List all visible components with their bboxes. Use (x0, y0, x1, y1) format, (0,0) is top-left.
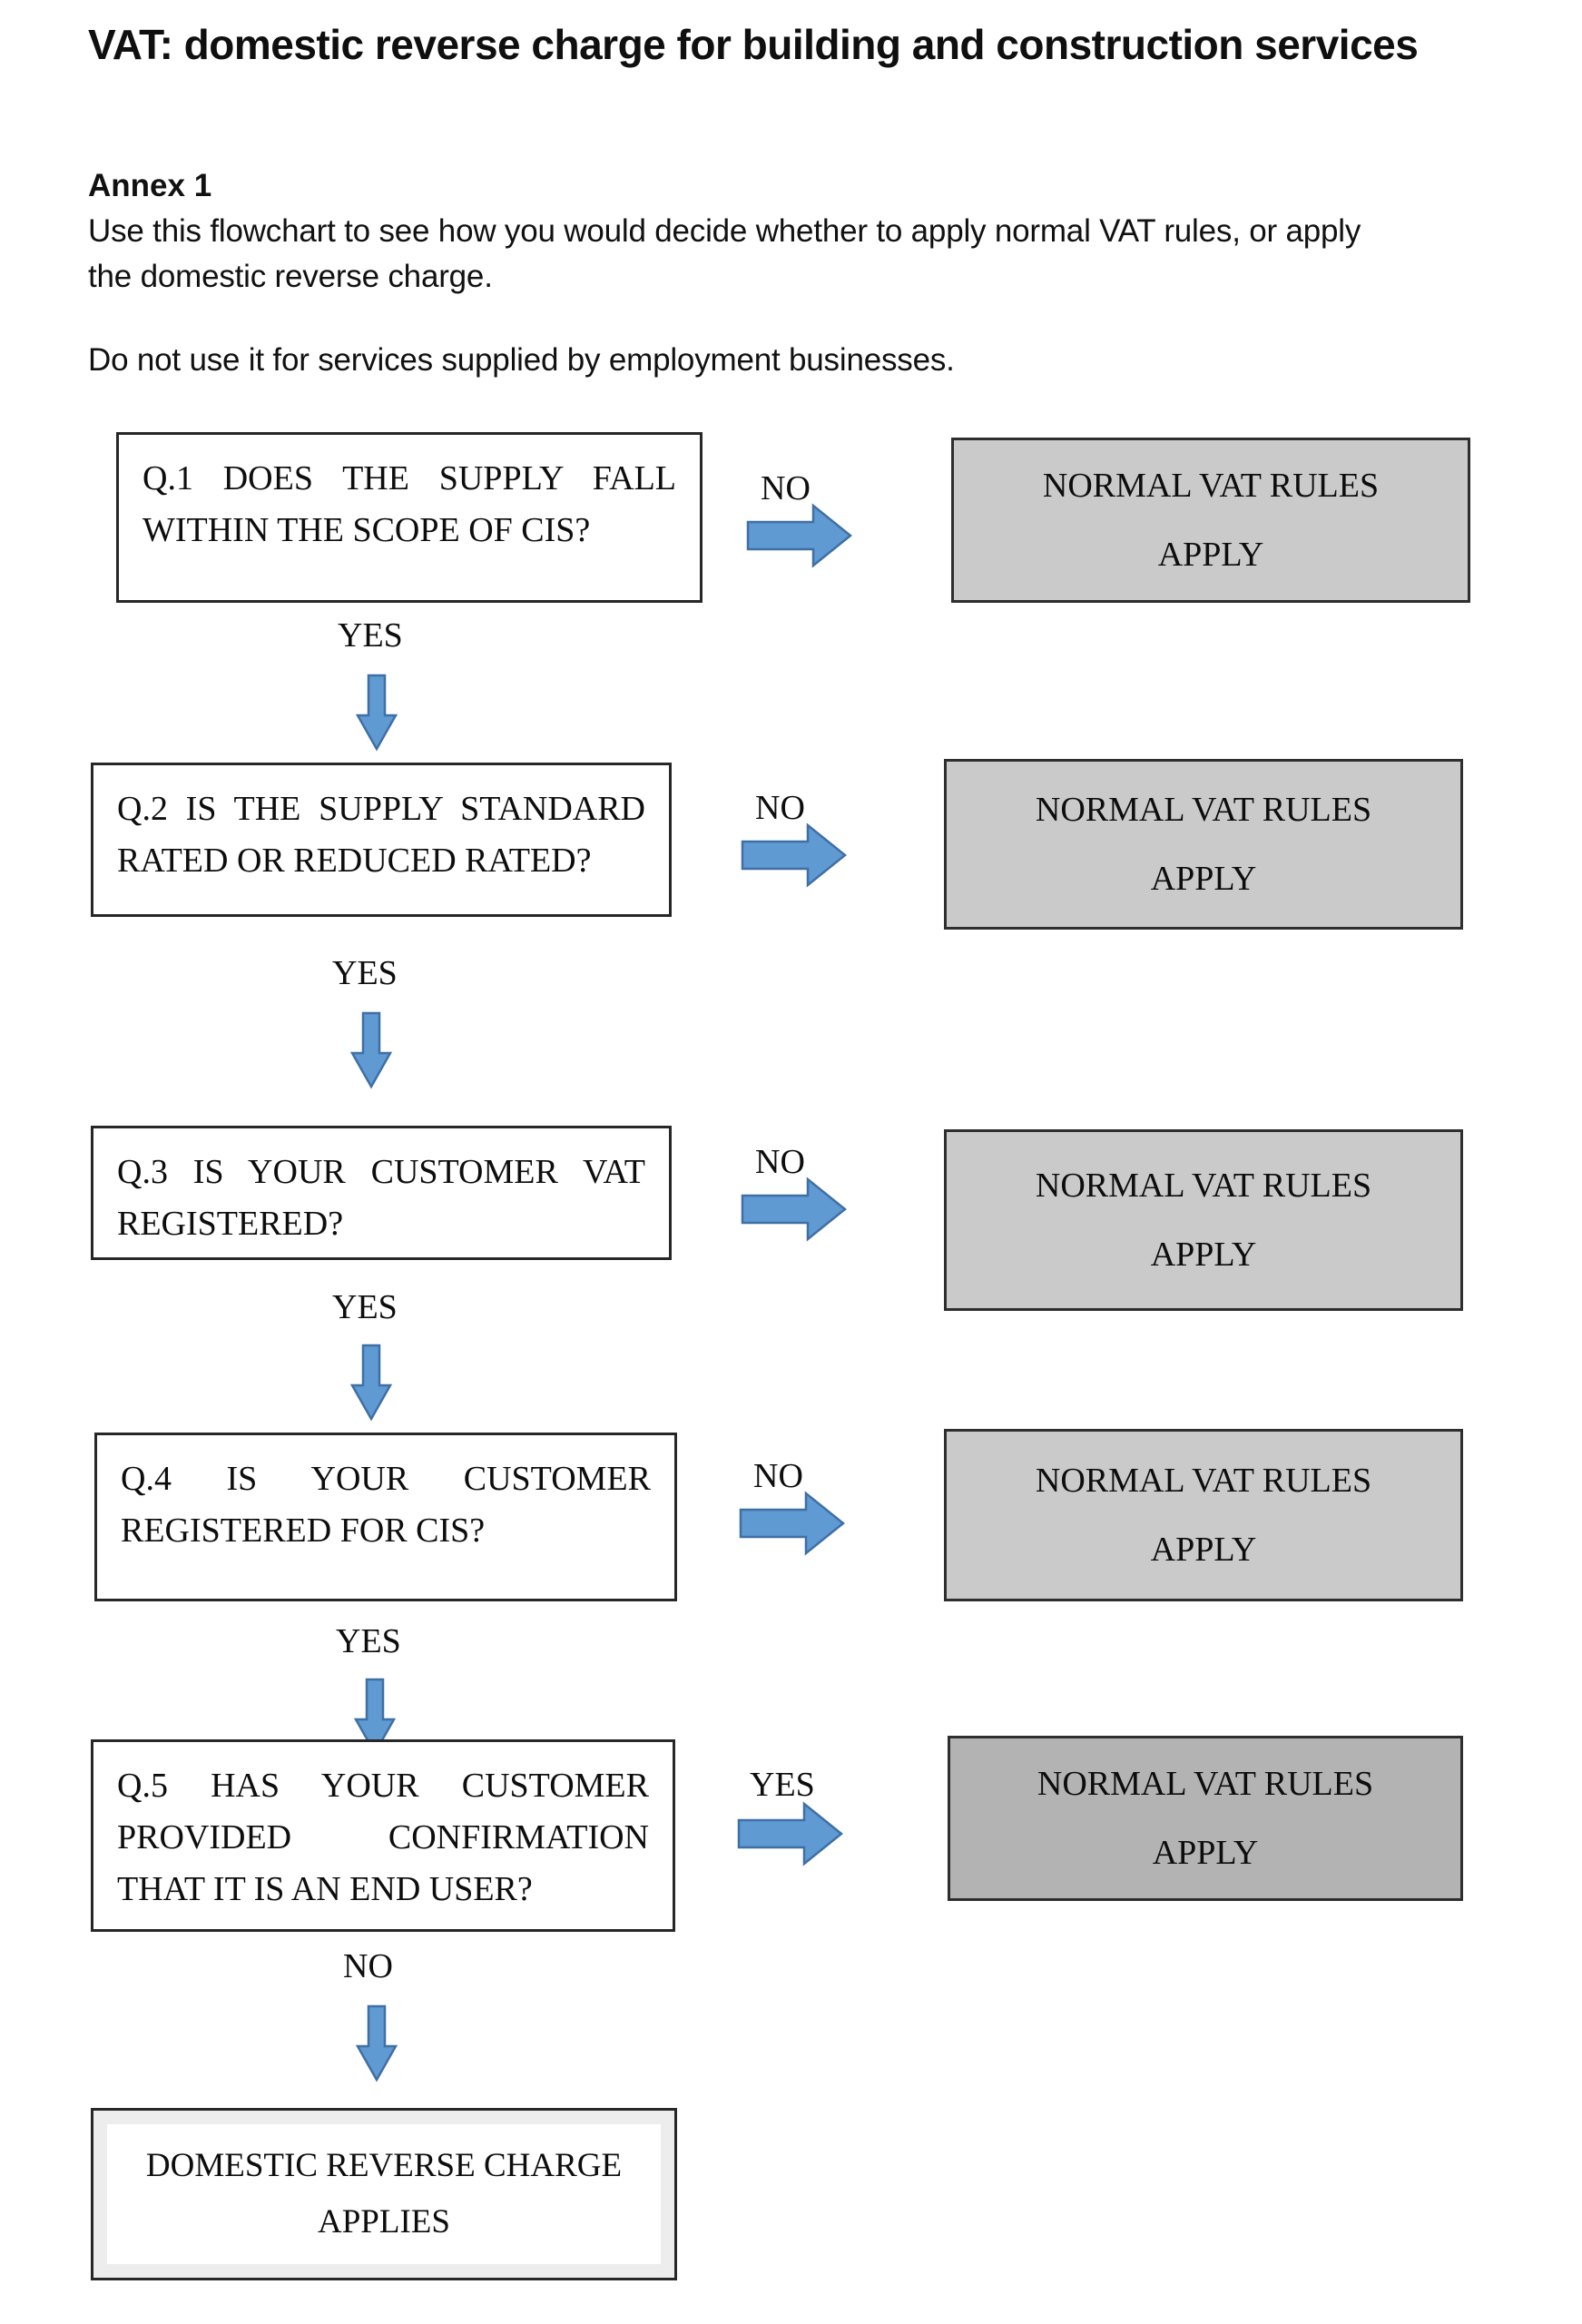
question-box-q4: Q.4 IS YOUR CUSTOMER REGISTERED FOR CIS? (94, 1433, 677, 1601)
final-result-box: DOMESTIC REVERSE CHARGE APPLIES (91, 2108, 677, 2280)
yes-continue-down-arrow-icon (356, 674, 398, 752)
yes-continue-down-arrow-icon (354, 1678, 396, 1756)
question-text-q3: Q.3 IS YOUR CUSTOMER VAT REGISTERED? (117, 1153, 645, 1243)
final-result-inner-panel: DOMESTIC REVERSE CHARGE APPLIES (107, 2124, 661, 2264)
question-box-q1: Q.1 DOES THE SUPPLY FALL WITHIN THE SCOP… (116, 432, 703, 603)
result-box-q5: NORMAL VAT RULES APPLY (948, 1736, 1463, 1901)
annex-heading: Annex 1 (88, 168, 212, 203)
no-continue-down-arrow-icon (356, 2004, 398, 2083)
result-box-q4: NORMAL VAT RULES APPLY (944, 1429, 1463, 1601)
yes-continue-down-arrow-icon (350, 1344, 392, 1422)
no-branch-right-arrow-icon (739, 1491, 845, 1556)
continue-label-q2: YES (332, 954, 398, 992)
branch-label-q5: YES (750, 1766, 815, 1804)
question-text-q2: Q.2 IS THE SUPPLY STANDARD RATED OR REDU… (117, 790, 645, 880)
result-text-q1: NORMAL VAT RULES APPLY (1042, 467, 1380, 574)
question-box-q5: Q.5 HAS YOUR CUSTOMER PROVIDED CONFIRMAT… (91, 1739, 675, 1932)
no-branch-right-arrow-icon (746, 503, 852, 568)
question-text-q4: Q.4 IS YOUR CUSTOMER REGISTERED FOR CIS? (121, 1460, 651, 1550)
result-box-q1: NORMAL VAT RULES APPLY (951, 438, 1470, 603)
continue-label-q1: YES (338, 616, 403, 655)
page-title: VAT: domestic reverse charge for buildin… (88, 21, 1419, 68)
result-text-q2: NORMAL VAT RULES APPLY (1035, 791, 1372, 898)
continue-label-q4: YES (336, 1622, 401, 1660)
branch-label-q3: NO (755, 1143, 805, 1181)
continue-label-q5: NO (343, 1947, 393, 1985)
question-box-q2: Q.2 IS THE SUPPLY STANDARD RATED OR REDU… (91, 763, 672, 917)
note-text: Do not use it for services supplied by e… (88, 342, 955, 378)
result-box-q2: NORMAL VAT RULES APPLY (944, 759, 1463, 930)
branch-label-q1: NO (761, 469, 811, 507)
intro-text: Use this flowchart to see how you would … (88, 213, 1361, 294)
no-branch-right-arrow-icon (741, 822, 847, 888)
no-branch-right-arrow-icon (741, 1177, 847, 1242)
branch-label-q2: NO (755, 789, 805, 827)
question-text-q5: Q.5 HAS YOUR CUSTOMER PROVIDED CONFIRMAT… (117, 1767, 649, 1908)
final-result-text: DOMESTIC REVERSE CHARGE APPLIES (145, 2147, 623, 2240)
yes-continue-down-arrow-icon (350, 1011, 392, 1089)
result-text-q5: NORMAL VAT RULES APPLY (1037, 1765, 1374, 1872)
continue-label-q3: YES (332, 1288, 398, 1326)
result-text-q3: NORMAL VAT RULES APPLY (1035, 1167, 1372, 1274)
yes-branch-right-arrow-icon (737, 1801, 843, 1866)
question-box-q3: Q.3 IS YOUR CUSTOMER VAT REGISTERED? (91, 1126, 672, 1260)
question-text-q1: Q.1 DOES THE SUPPLY FALL WITHIN THE SCOP… (142, 459, 676, 549)
result-box-q3: NORMAL VAT RULES APPLY (944, 1129, 1463, 1311)
result-text-q4: NORMAL VAT RULES APPLY (1035, 1462, 1372, 1569)
branch-label-q4: NO (753, 1457, 803, 1495)
